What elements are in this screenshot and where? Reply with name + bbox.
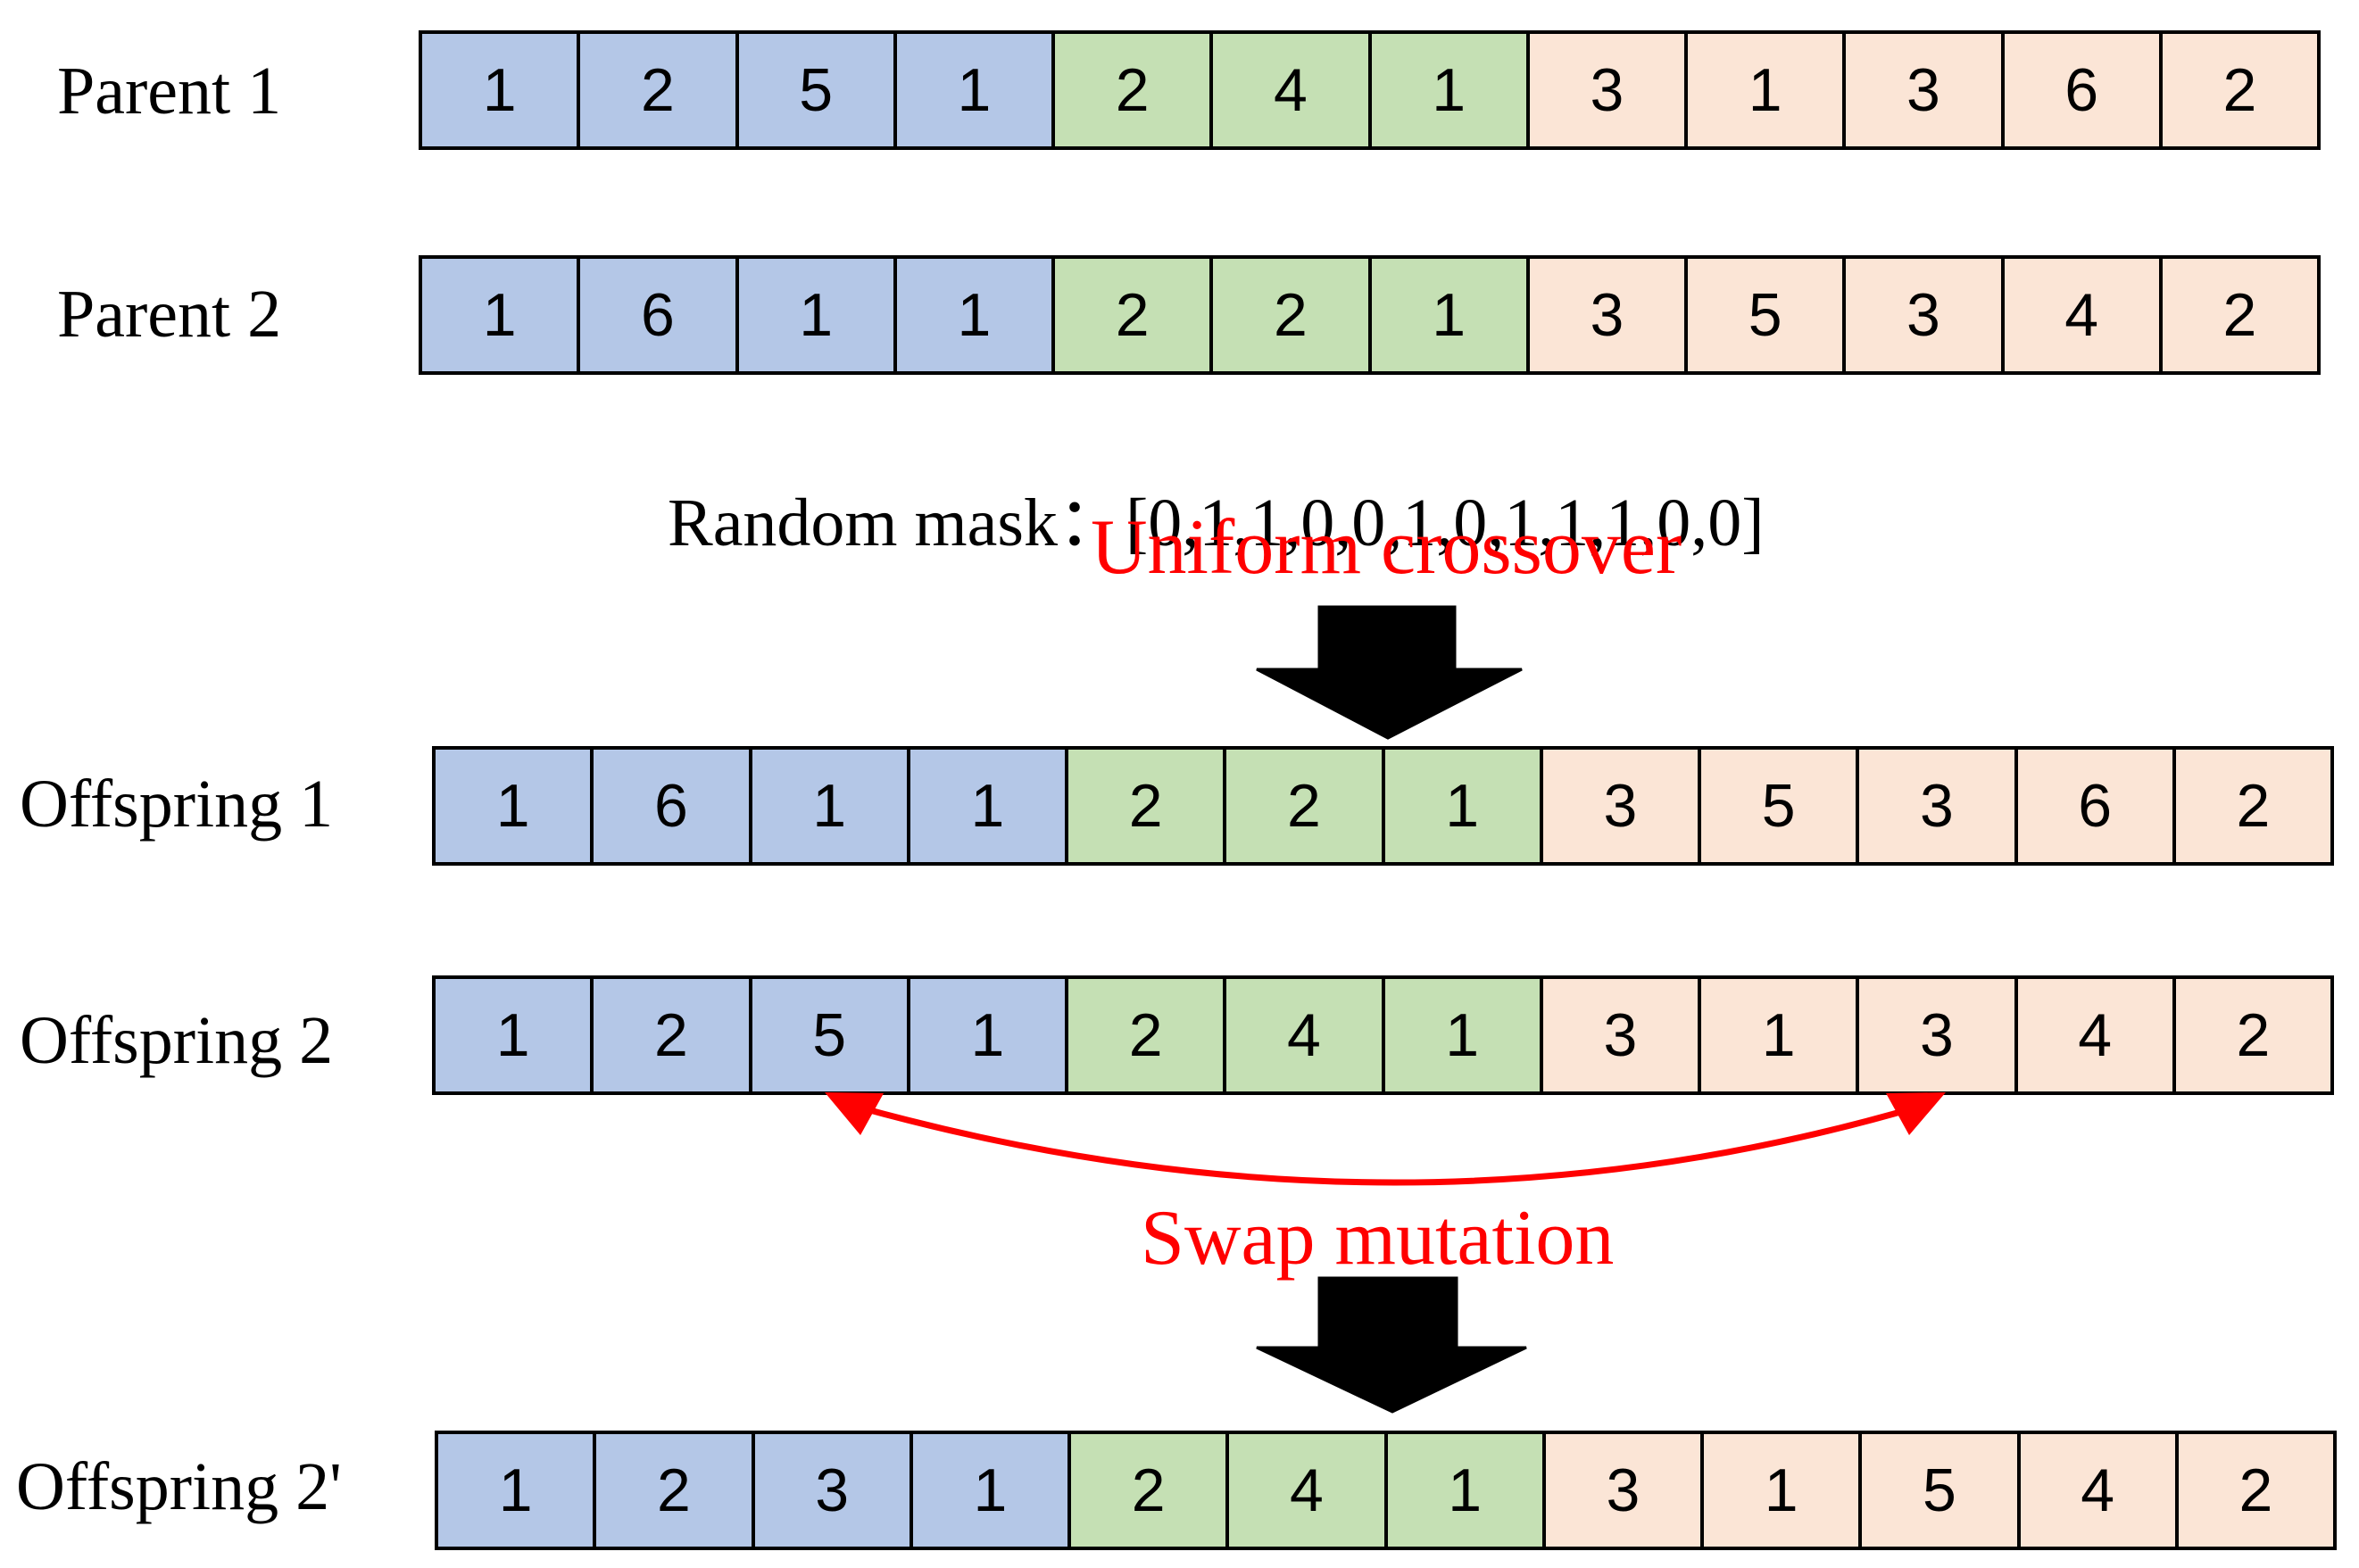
gene-cell: 1 bbox=[436, 979, 594, 1091]
gene-cell: 5 bbox=[738, 34, 897, 146]
gene-cell: 2 bbox=[2178, 1434, 2337, 1547]
gene-cell: 2 bbox=[1055, 34, 1214, 146]
gene-cell: 3 bbox=[1859, 979, 2018, 1091]
gene-cell: 4 bbox=[1226, 979, 1385, 1091]
gene-cell: 6 bbox=[594, 750, 752, 862]
gene-cell: 1 bbox=[438, 1434, 597, 1547]
gene-cell: 2 bbox=[2162, 34, 2321, 146]
swap-arrowhead-right bbox=[1886, 1092, 1946, 1135]
gene-cell: 6 bbox=[2004, 34, 2163, 146]
gene-cell: 5 bbox=[1862, 1434, 2021, 1547]
gene-cell: 3 bbox=[1846, 259, 2005, 371]
gene-cell: 4 bbox=[2004, 259, 2163, 371]
gene-cell: 5 bbox=[1688, 259, 1847, 371]
swap-curve-arrow bbox=[856, 1103, 1920, 1186]
gene-cell: 5 bbox=[752, 979, 910, 1091]
gene-cell: 2 bbox=[594, 979, 752, 1091]
gene-cell: 2 bbox=[1068, 979, 1227, 1091]
gene-cell: 4 bbox=[1229, 1434, 1388, 1547]
gene-cell: 2 bbox=[596, 1434, 755, 1547]
gene-cell: 2 bbox=[1226, 750, 1385, 862]
random-mask-label: Random mask： bbox=[668, 485, 1126, 560]
gene-cell: 1 bbox=[1384, 979, 1543, 1091]
gene-cell: 6 bbox=[2017, 750, 2176, 862]
gene-cell: 1 bbox=[912, 1434, 1071, 1547]
gene-cell: 1 bbox=[436, 750, 594, 862]
gene-cell: 3 bbox=[1859, 750, 2018, 862]
row-label-parent-1: Parent 1 bbox=[57, 54, 282, 129]
gene-cell: 4 bbox=[2017, 979, 2176, 1091]
gene-cell: 2 bbox=[1213, 259, 1372, 371]
uniform-crossover-label: Uniform crossover bbox=[1091, 504, 1682, 591]
gene-cell: 2 bbox=[580, 34, 739, 146]
crossover-down-arrow bbox=[1256, 605, 1523, 740]
row-label-offspring-2: Offspring 2 bbox=[20, 1003, 334, 1078]
gene-cell: 2 bbox=[2175, 750, 2334, 862]
gene-cell: 4 bbox=[2020, 1434, 2179, 1547]
gene-cell: 2 bbox=[2162, 259, 2321, 371]
mutation-down-arrow bbox=[1256, 1276, 1527, 1414]
gene-cell: 1 bbox=[422, 259, 581, 371]
gene-cell: 3 bbox=[1846, 34, 2005, 146]
gene-cell: 2 bbox=[2175, 979, 2334, 1091]
swap-mutation-label: Swap mutation bbox=[1141, 1195, 1615, 1282]
gene-cell: 1 bbox=[1387, 1434, 1546, 1547]
gene-cell: 1 bbox=[1371, 259, 1530, 371]
row-label-parent-2: Parent 2 bbox=[57, 277, 282, 352]
random-mask-text: Random mask：[0,1,1,0,0,1,0,1,1,1,0,0] bbox=[634, 421, 1765, 557]
gene-cell: 1 bbox=[1701, 979, 1860, 1091]
swap-arrowhead-left bbox=[825, 1092, 884, 1135]
gene-cell: 1 bbox=[910, 979, 1068, 1091]
random-mask-value: [0,1,1,0,0,1,0,1,1,1,0,0] bbox=[1125, 485, 1765, 560]
row-label-offspring-2-prime: Offspring 2' bbox=[16, 1449, 342, 1524]
gene-cell: 2 bbox=[1068, 750, 1227, 862]
gene-cell: 1 bbox=[1384, 750, 1543, 862]
gene-cell: 1 bbox=[422, 34, 581, 146]
gene-cell: 3 bbox=[1529, 259, 1688, 371]
gene-cell: 3 bbox=[754, 1434, 913, 1547]
gene-cell: 6 bbox=[580, 259, 739, 371]
gene-cell: 4 bbox=[1213, 34, 1372, 146]
gene-cell: 3 bbox=[1542, 750, 1701, 862]
gene-cell: 3 bbox=[1545, 1434, 1704, 1547]
gene-cell: 1 bbox=[738, 259, 897, 371]
gene-cell: 2 bbox=[1055, 259, 1214, 371]
gene-cell: 1 bbox=[896, 34, 1055, 146]
gene-cell: 1 bbox=[910, 750, 1068, 862]
gene-cell: 1 bbox=[1704, 1434, 1863, 1547]
row-label-offspring-1: Offspring 1 bbox=[20, 767, 334, 842]
gene-cell: 1 bbox=[1371, 34, 1530, 146]
gene-cell: 2 bbox=[1071, 1434, 1230, 1547]
gene-cell: 1 bbox=[752, 750, 910, 862]
gene-cell: 1 bbox=[1688, 34, 1847, 146]
gene-cell: 3 bbox=[1542, 979, 1701, 1091]
gene-cell: 3 bbox=[1529, 34, 1688, 146]
gene-cell: 1 bbox=[896, 259, 1055, 371]
gene-cell: 5 bbox=[1701, 750, 1860, 862]
